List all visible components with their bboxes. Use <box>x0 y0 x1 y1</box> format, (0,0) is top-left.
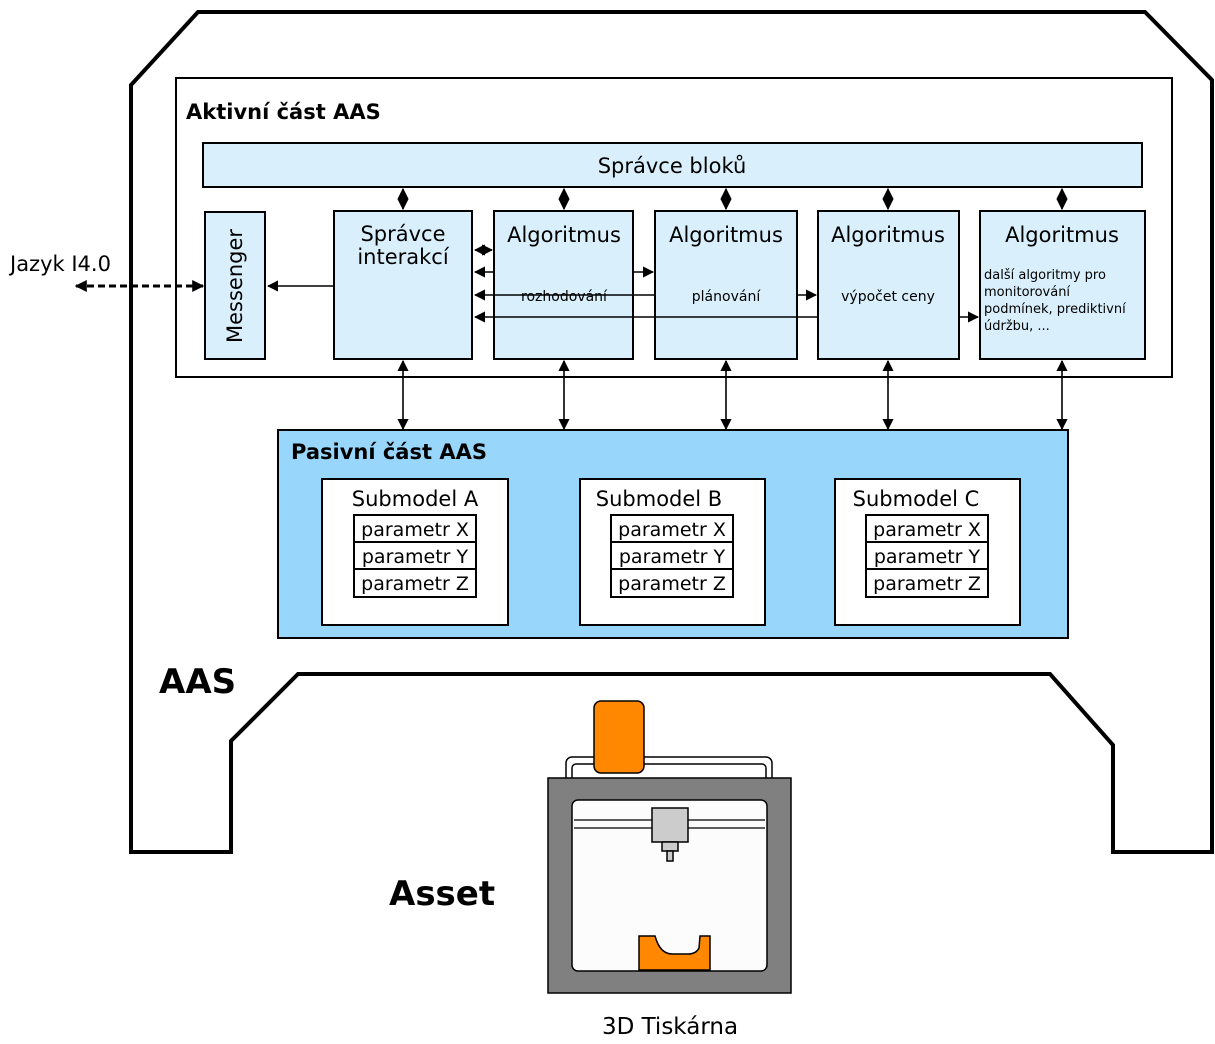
algorithm-box-pricing <box>817 210 960 360</box>
block-manager-connectors <box>397 187 1068 211</box>
submodel-c-param-table <box>865 514 989 598</box>
messenger-label: Messenger <box>223 229 247 343</box>
printer-icon <box>547 700 792 994</box>
algorithm-desc-pricing: výpočet ceny <box>841 289 935 305</box>
internal-connectors <box>266 244 980 323</box>
submodel-c-param-y: parametr Y <box>874 546 981 568</box>
submodel-a-param-x: parametr X <box>361 519 469 541</box>
submodel-b: Submodel B parametr X parametr Y paramet… <box>579 478 766 626</box>
submodel-b-title: Submodel B <box>596 487 722 511</box>
submodel-b-param-y: parametr Y <box>619 546 726 568</box>
submodel-b-param-table <box>610 514 734 598</box>
algorithm-desc-other-4: údržbu, ... <box>984 319 1050 334</box>
algorithm-title-planning: Algoritmus <box>669 223 783 247</box>
active-passive-connectors <box>397 359 1068 431</box>
algorithm-box-decision <box>493 210 634 360</box>
algorithm-title-pricing: Algoritmus <box>831 223 945 247</box>
submodel-b-param-x: parametr X <box>618 519 726 541</box>
passive-part-title: Pasivní část AAS <box>291 440 487 464</box>
asset-caption: 3D Tiskárna <box>602 1014 738 1039</box>
submodel-c-param-z: parametr Z <box>873 573 981 595</box>
printer-chamber <box>571 799 768 972</box>
submodel-c-title: Submodel C <box>853 487 980 511</box>
algorithm-title-decision: Algoritmus <box>507 223 621 247</box>
algorithm-desc-other-2: monitorování <box>984 285 1070 300</box>
submodel-b-param-z: parametr Z <box>618 573 726 595</box>
i40-language-label: Jazyk I4.0 <box>8 252 111 276</box>
submodel-a: Submodel A parametr X parametr Y paramet… <box>321 478 509 626</box>
submodel-a-param-table <box>353 514 477 598</box>
algorithm-desc-decision: rozhodování <box>521 289 608 305</box>
block-manager-label: Správce bloků <box>598 154 747 178</box>
printed-object <box>638 935 711 971</box>
submodel-c-param-x: parametr X <box>873 519 981 541</box>
aas-shell <box>129 10 1214 854</box>
algorithm-box-planning <box>654 210 798 360</box>
active-part-title: Aktivní část AAS <box>186 100 381 124</box>
filament-spool <box>593 700 645 774</box>
algorithm-box-other <box>979 210 1146 360</box>
algorithm-desc-other-3: podmínek, prediktivní <box>984 302 1126 317</box>
submodel-a-param-z: parametr Z <box>361 573 469 595</box>
interaction-manager-label-2: interakcí <box>357 245 450 269</box>
submodel-a-param-y: parametr Y <box>362 546 469 568</box>
algorithm-desc-other-1: další algoritmy pro <box>984 268 1106 283</box>
submodel-c: Submodel C parametr X parametr Y paramet… <box>834 478 1021 626</box>
aas-label: AAS <box>159 662 236 702</box>
messenger-box <box>204 211 266 360</box>
print-head <box>651 807 689 843</box>
submodel-a-title: Submodel A <box>352 487 479 511</box>
block-manager-box <box>202 142 1143 188</box>
algorithm-title-other: Algoritmus <box>1005 223 1119 247</box>
interaction-manager-label-1: Správce <box>360 222 445 246</box>
algorithm-desc-planning: plánování <box>692 289 762 305</box>
asset-label: Asset <box>389 874 495 914</box>
interaction-manager-box <box>333 210 473 360</box>
